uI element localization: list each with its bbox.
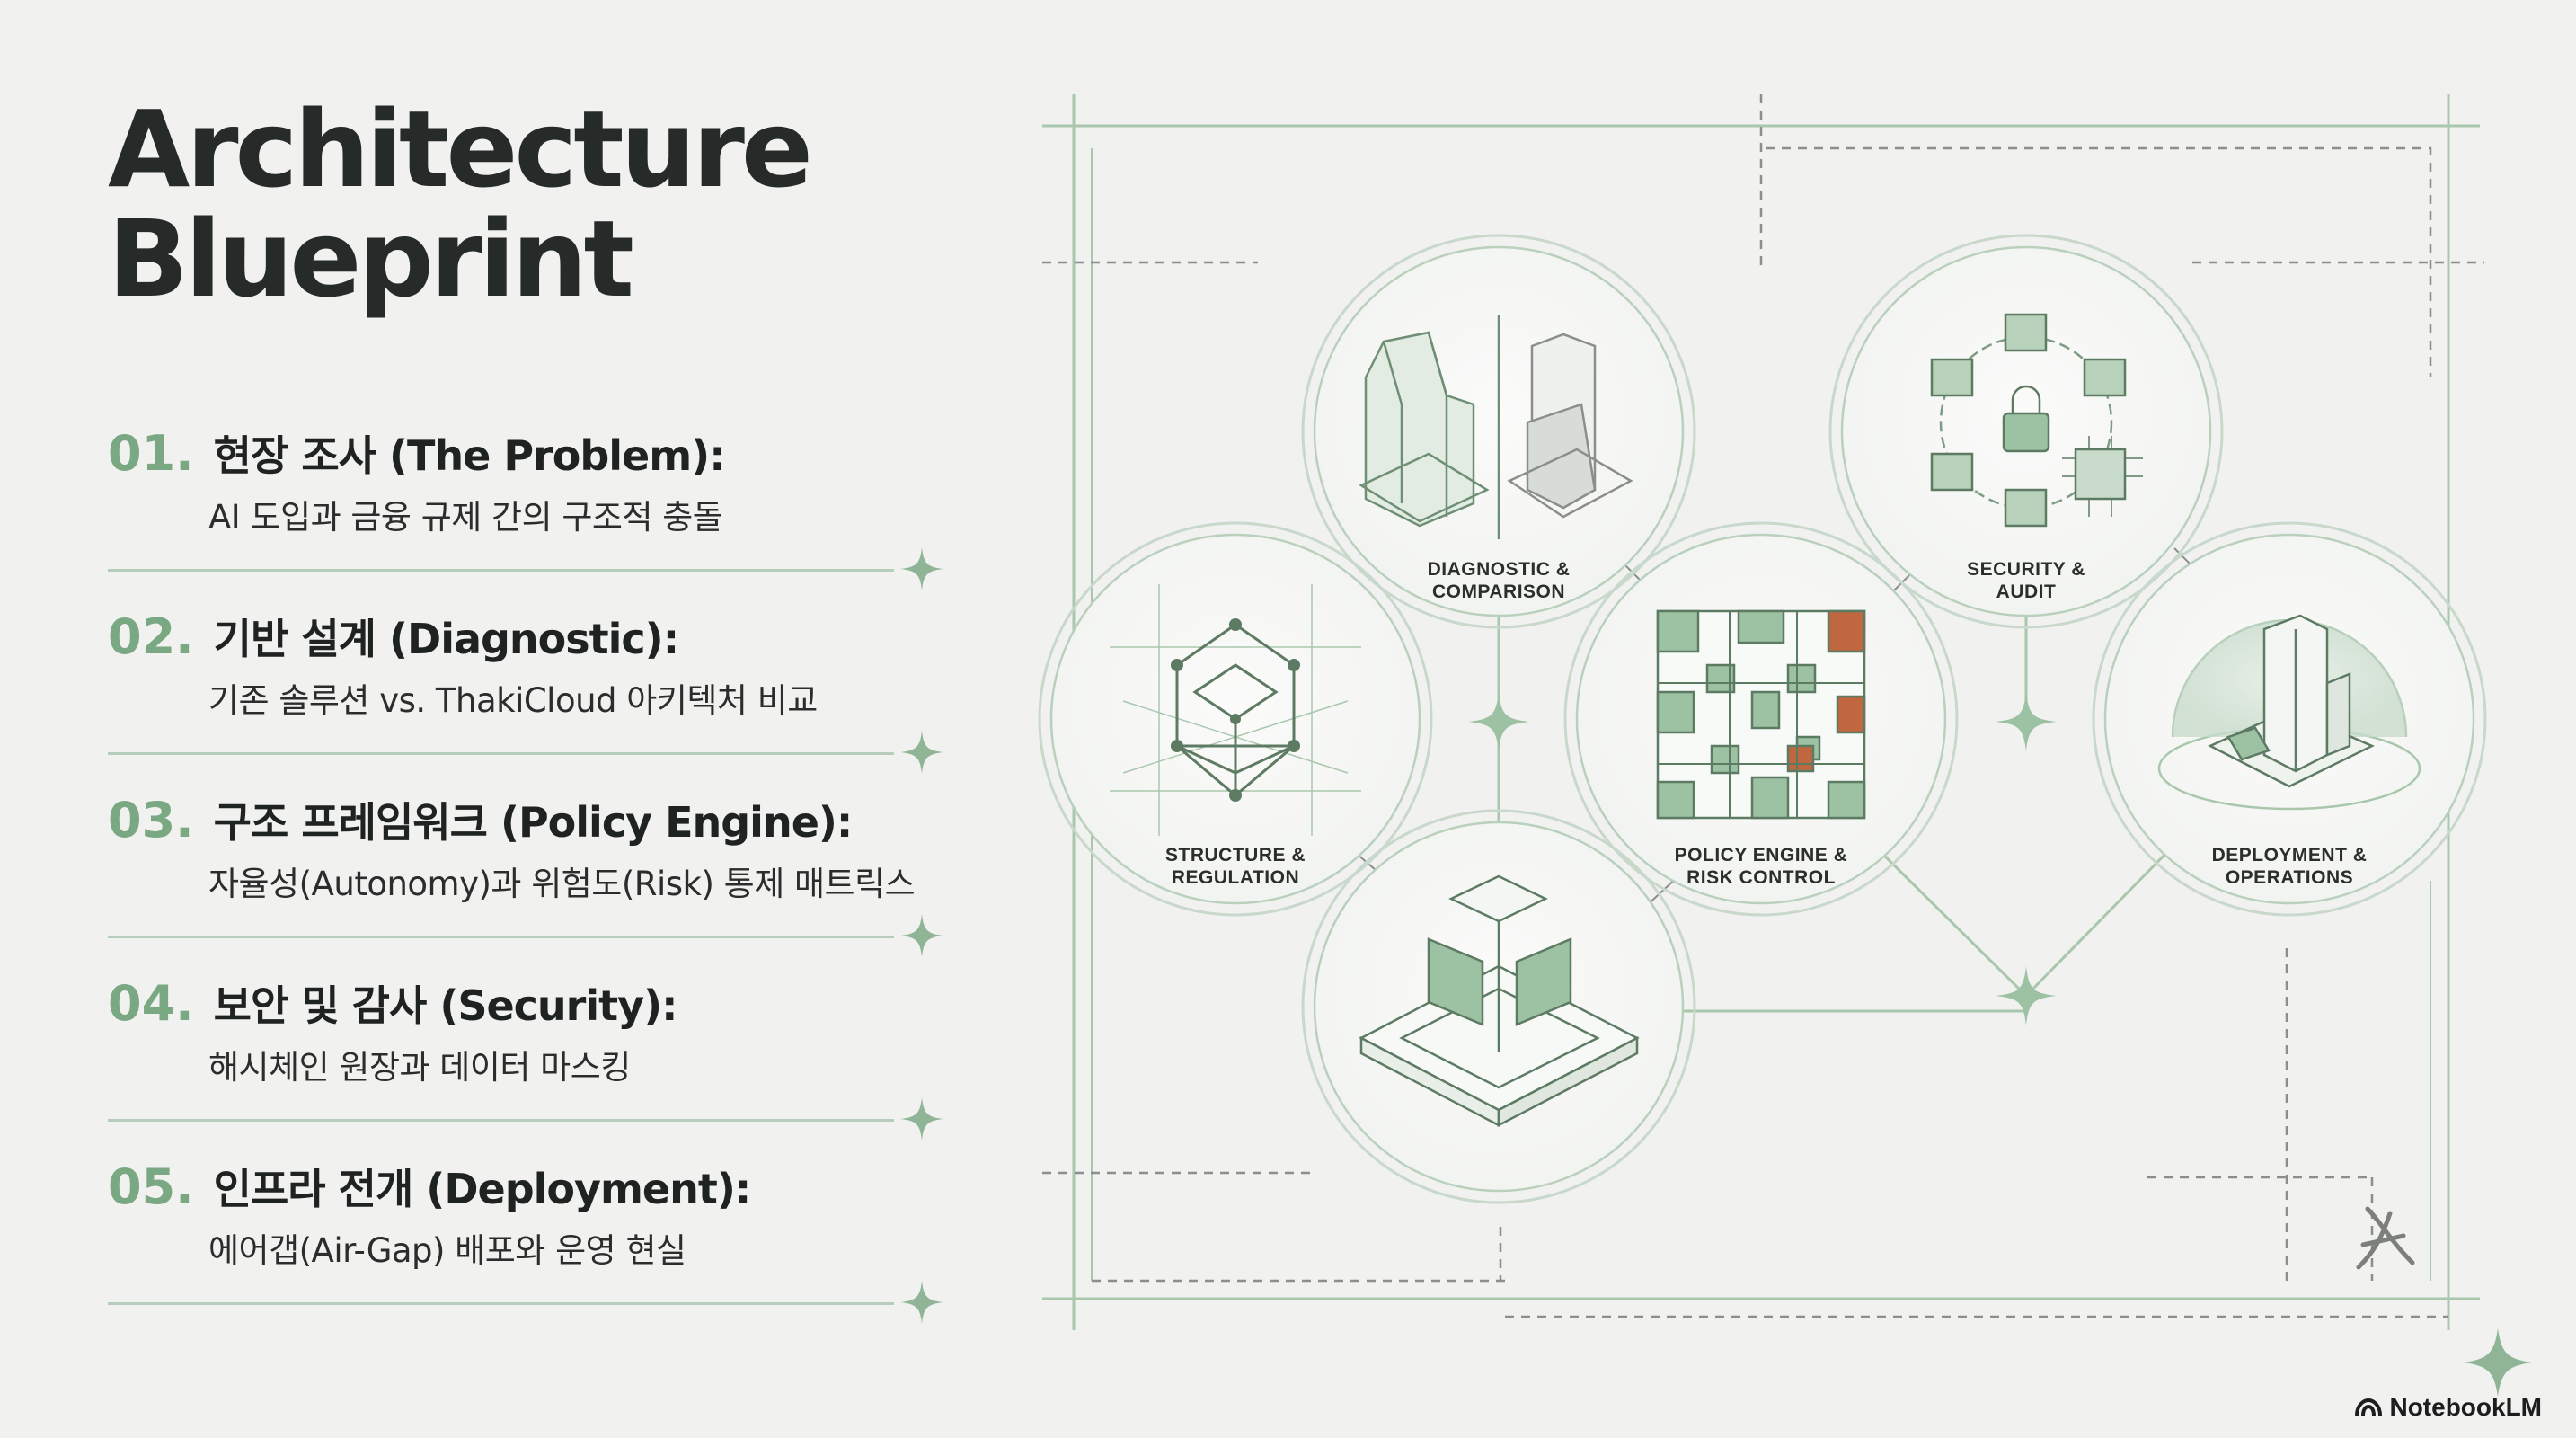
watermark-logo-icon xyxy=(2356,1206,2415,1270)
node-label-deployment-line1: DEPLOYMENT & xyxy=(2212,845,2368,865)
divider xyxy=(108,752,894,755)
node-diagnostic-comparison: DIAGNOSTIC & COMPARISON xyxy=(1301,234,1696,629)
divider xyxy=(108,569,894,572)
agenda-number: 03. xyxy=(108,792,194,848)
sparkle-icon xyxy=(900,1097,943,1141)
node-policy-engine: POLICY ENGINE & RISK CONTROL xyxy=(1563,521,1959,917)
agenda-number: 01. xyxy=(108,425,194,482)
wireframe-cube-icon xyxy=(1110,584,1361,836)
isometric-foundation-icon xyxy=(1359,874,1640,1128)
agenda-heading: 인프라 전개 (Deployment): xyxy=(213,1165,752,1213)
node-deployment-operations: DEPLOYMENT & OPERATIONS xyxy=(2092,521,2487,917)
title-line-1: Architecture xyxy=(108,87,813,211)
corner-sparkle-icon xyxy=(2464,1328,2532,1397)
agenda-subtitle: AI 도입과 금융 규제 간의 구조적 충돌 xyxy=(208,498,723,537)
agenda-subtitle: 에어갭(Air-Gap) 배포와 운영 현실 xyxy=(208,1231,686,1270)
brand-name: NotebookLM xyxy=(2389,1393,2542,1421)
divider xyxy=(108,1119,894,1122)
agenda-item-2: 02. 기반 설계 (Diagnostic): 기존 솔루션 vs. ThakiC… xyxy=(108,592,943,776)
agenda-number: 04. xyxy=(108,975,194,1032)
agenda-item-5: 05. 인프라 전개 (Deployment): 에어갭(Air-Gap) 배포와… xyxy=(108,1142,943,1326)
node-label-policy-line1: POLICY ENGINE & xyxy=(1675,845,1848,865)
agenda-subtitle: 기존 솔루션 vs. ThakiCloud 아키텍처 비교 xyxy=(208,681,818,720)
node-label-diagnostic-line1: DIAGNOSTIC & xyxy=(1428,559,1571,580)
agenda-item-4: 04. 보안 및 감사 (Security): 해시체인 원장과 데이터 마스킹 xyxy=(108,959,943,1142)
node-label-policy-line2: RISK CONTROL xyxy=(1686,867,1836,888)
agenda-heading: 기반 설계 (Diagnostic): xyxy=(213,615,679,663)
node-label-security-line2: AUDIT xyxy=(1996,581,2057,602)
sparkle-icon xyxy=(900,1281,943,1324)
server-dome-icon xyxy=(2157,614,2421,811)
policy-matrix-icon xyxy=(1656,609,1866,820)
sparkle-icon xyxy=(900,731,943,774)
agenda-item-1: 01. 현장 조사 (The Problem): AI 도입과 금융 규제 간의 … xyxy=(108,409,943,592)
node-label-diagnostic-line2: COMPARISON xyxy=(1432,581,1565,602)
agenda-heading: 구조 프레임워크 (Policy Engine): xyxy=(213,798,854,847)
agenda-number: 02. xyxy=(108,608,194,665)
node-label-structure-line1: STRUCTURE & xyxy=(1165,845,1306,865)
node-label-security-line1: SECURITY & xyxy=(1967,559,2085,580)
agenda-subtitle: 자율성(Autonomy)과 위험도(Risk) 통제 매트릭스 xyxy=(208,865,916,903)
page-title: Architecture Blueprint xyxy=(108,94,813,314)
chain-lock-icon xyxy=(1930,313,2143,528)
node-label-structure-line2: REGULATION xyxy=(1172,867,1299,888)
agenda-subtitle: 해시체인 원장과 데이터 마스킹 xyxy=(208,1048,631,1087)
agenda-heading: 현장 조사 (The Problem): xyxy=(213,431,726,480)
node-structure-regulation: STRUCTURE & REGULATION xyxy=(1038,521,1433,917)
title-line-2: Blueprint xyxy=(108,197,634,321)
divider xyxy=(108,936,894,938)
junction-sparkles xyxy=(1468,692,2057,1025)
divider xyxy=(108,1302,894,1305)
sparkle-icon xyxy=(900,914,943,957)
agenda-number: 05. xyxy=(108,1158,194,1215)
node-label-deployment-line2: OPERATIONS xyxy=(2226,867,2353,888)
agenda-item-3: 03. 구조 프레임워크 (Policy Engine): 자율성(Autonom… xyxy=(108,776,943,959)
node-foundation xyxy=(1301,809,1696,1204)
sparkle-icon xyxy=(900,547,943,590)
brand-badge: NotebookLM xyxy=(2355,1393,2542,1422)
building-comparison-icon xyxy=(1359,315,1633,539)
agenda-heading: 보안 및 감사 (Security): xyxy=(213,981,678,1030)
agenda-list: 01. 현장 조사 (The Problem): AI 도입과 금융 규제 간의 … xyxy=(108,409,943,1326)
notebooklm-logo-icon xyxy=(2355,1398,2383,1416)
node-security-audit: SECURITY & AUDIT xyxy=(1828,234,2224,629)
dashed-guides xyxy=(1042,94,2484,1318)
